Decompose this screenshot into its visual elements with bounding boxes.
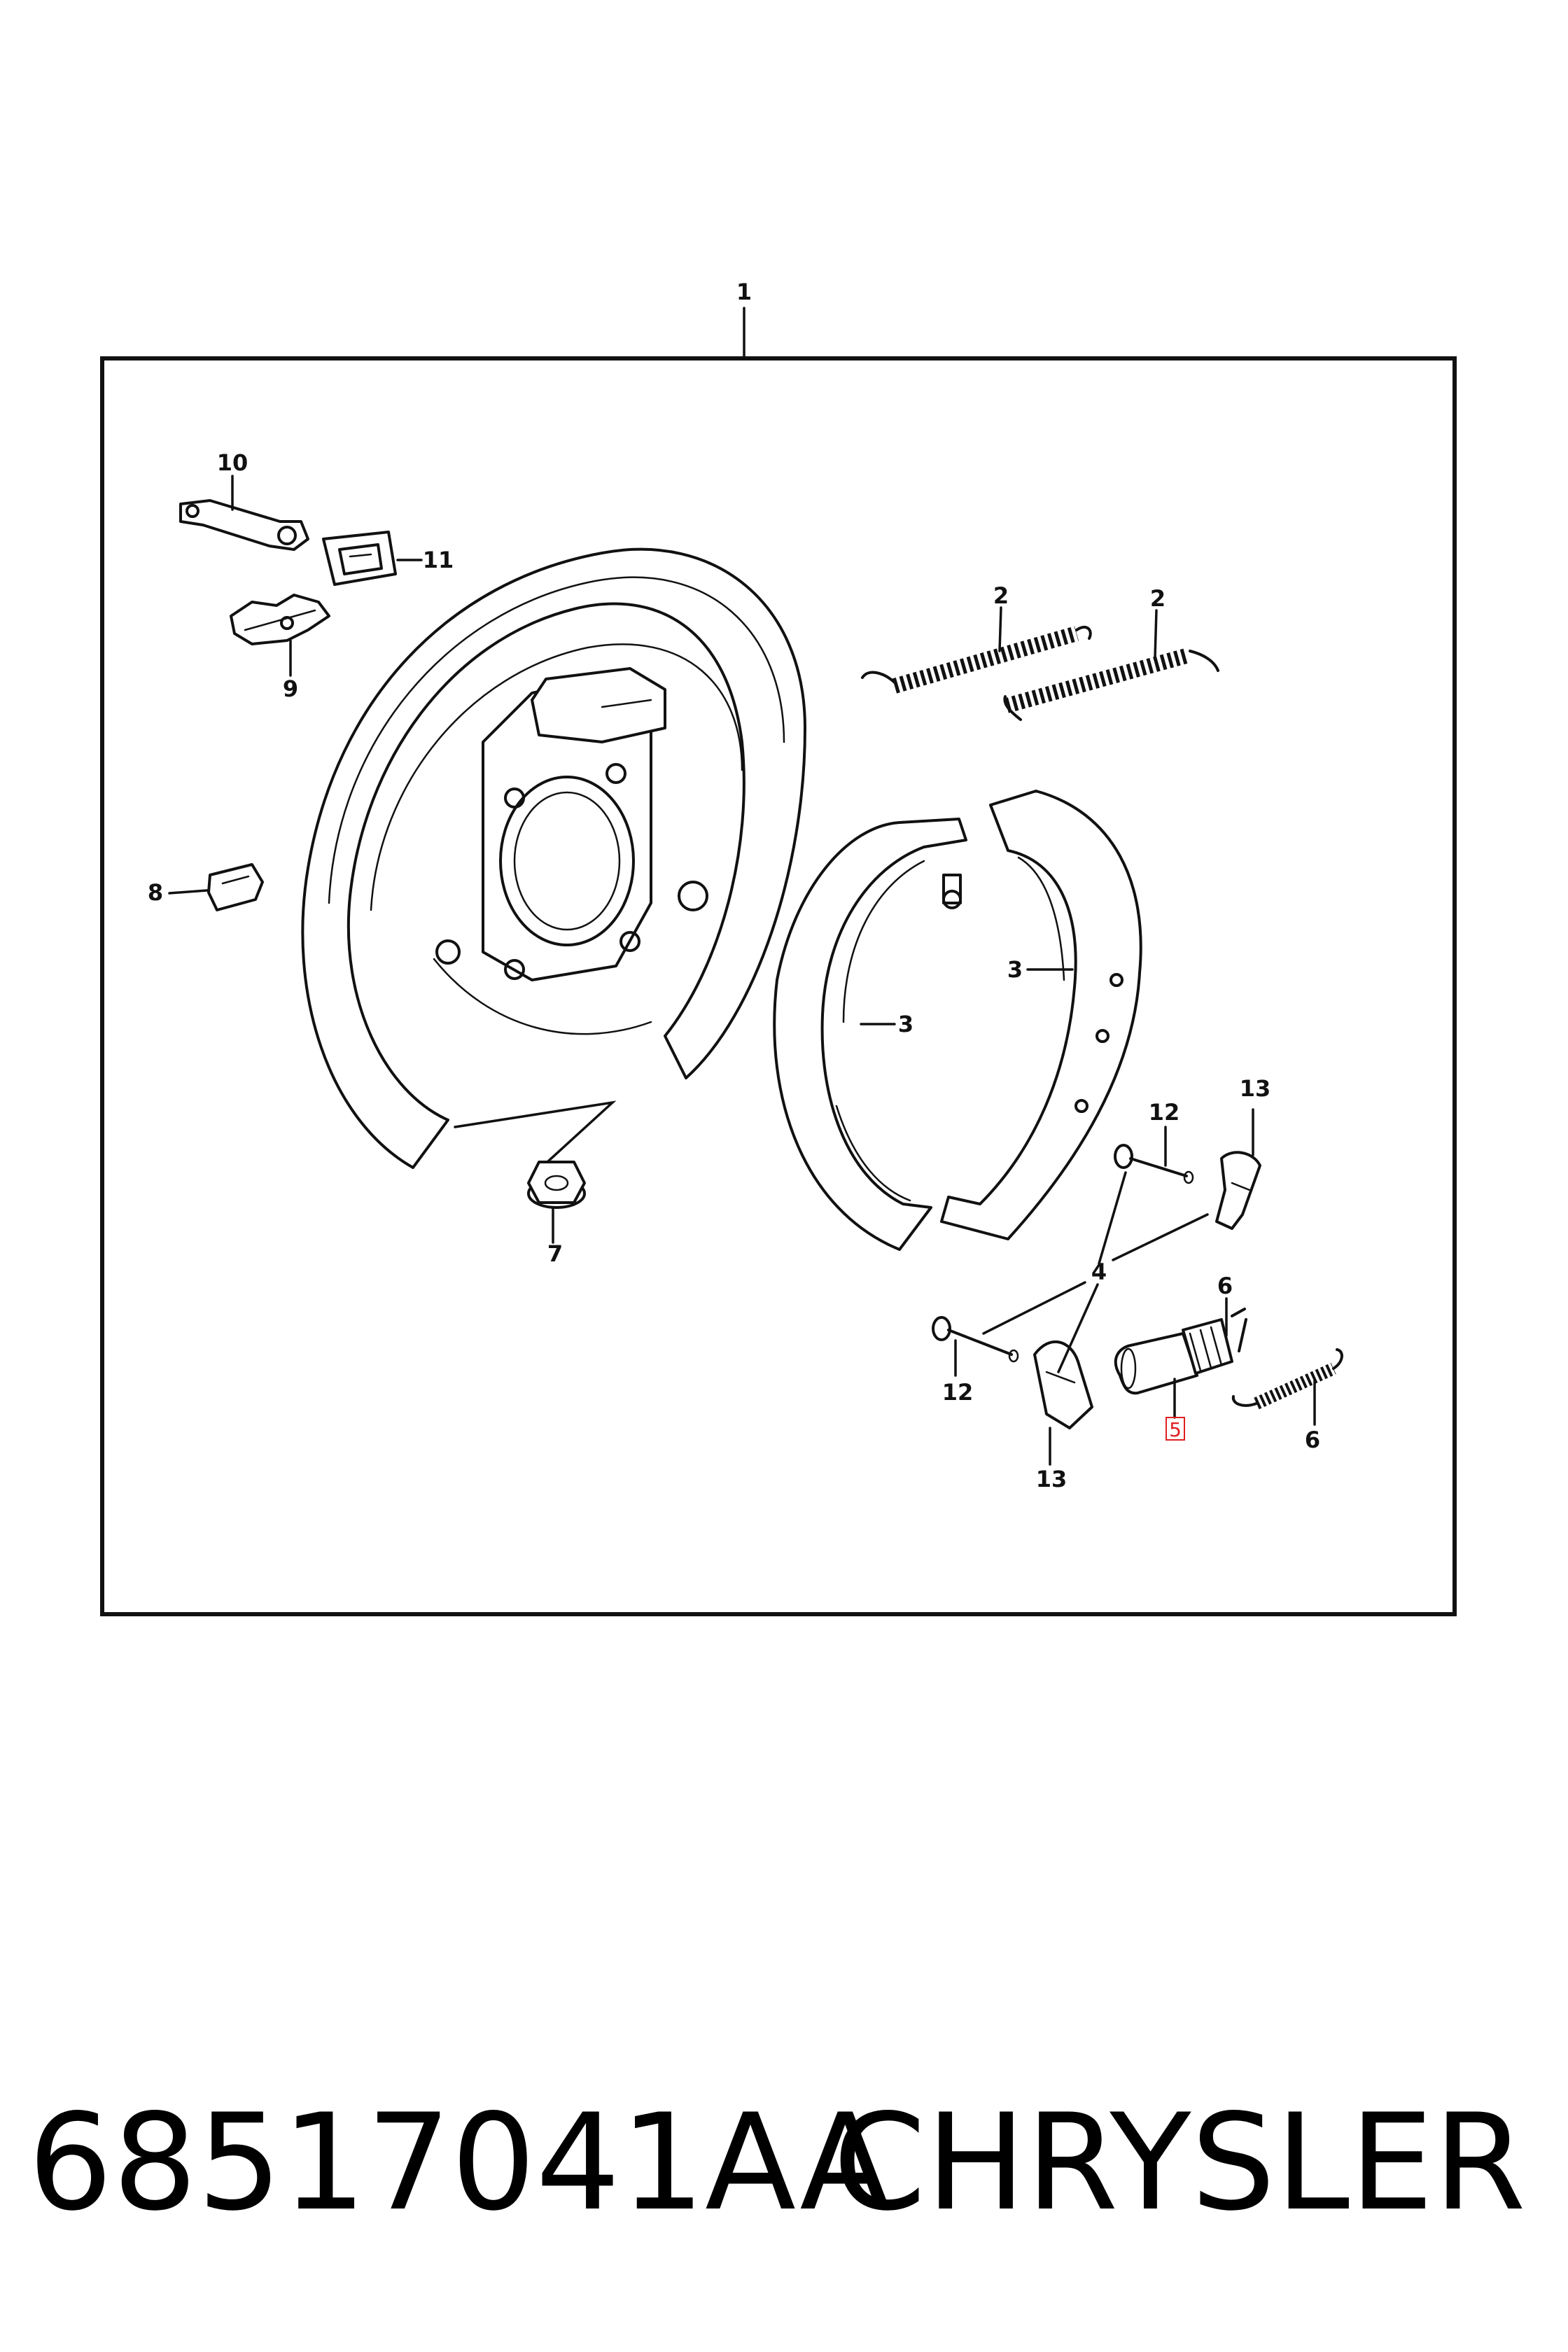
callout-12a: 12 (1149, 1099, 1180, 1126)
callout-11: 11 (423, 547, 454, 573)
callout-7: 7 (547, 1240, 563, 1267)
callout-8: 8 (148, 879, 163, 906)
clip-11 (322, 531, 397, 586)
leader-4c (982, 1281, 1086, 1335)
hold-down-spring-upper (1215, 1151, 1261, 1230)
callout-5: 5 (1169, 1418, 1182, 1441)
brake-shoe-right (940, 790, 1142, 1240)
brake-shoe-left (773, 818, 967, 1251)
return-spring-upper (861, 625, 1092, 694)
callout-1: 1 (736, 279, 752, 305)
callout-13a: 13 (1240, 1075, 1271, 1102)
callout-4: 4 (1091, 1259, 1107, 1285)
hold-down-spring-lower (1033, 1340, 1093, 1429)
actuator-9 (230, 594, 330, 645)
flange-nut (527, 1161, 586, 1209)
callout-6a: 6 (1217, 1273, 1233, 1299)
callout-3a: 3 (898, 1011, 913, 1037)
callout-6b: 6 (1305, 1427, 1320, 1453)
callout-3b: 3 (1007, 956, 1023, 983)
leader-4d (1057, 1283, 1099, 1373)
leader-2a (998, 606, 1002, 652)
adjuster-spring (1231, 1308, 1343, 1410)
leader-4a (1098, 1171, 1127, 1265)
callout-2a: 2 (993, 582, 1009, 609)
callout-12b: 12 (942, 1379, 974, 1406)
part-number: 68517041AA (28, 2085, 891, 2240)
callout-5-highlight (1166, 1417, 1185, 1441)
hold-down-pin-upper (1114, 1144, 1194, 1184)
leader-7a (454, 1100, 617, 1177)
callout-10: 10 (217, 449, 248, 476)
callout-13b: 13 (1036, 1466, 1068, 1492)
return-spring-lower (1003, 648, 1219, 721)
lever-10 (179, 499, 309, 551)
callout-9: 9 (283, 676, 298, 702)
brand-name: CHRYSLER (833, 2085, 1526, 2240)
leader-2b (1154, 609, 1158, 659)
callout-2b: 2 (1150, 585, 1166, 612)
hold-down-pin-lower (932, 1316, 1019, 1363)
adjuster-5 (1114, 1318, 1233, 1395)
backing-plate (301, 547, 806, 1169)
assembly-frame (100, 356, 1457, 1616)
leader-4b (1112, 1213, 1209, 1261)
leader-8 (168, 889, 209, 895)
plug-8 (207, 863, 264, 911)
